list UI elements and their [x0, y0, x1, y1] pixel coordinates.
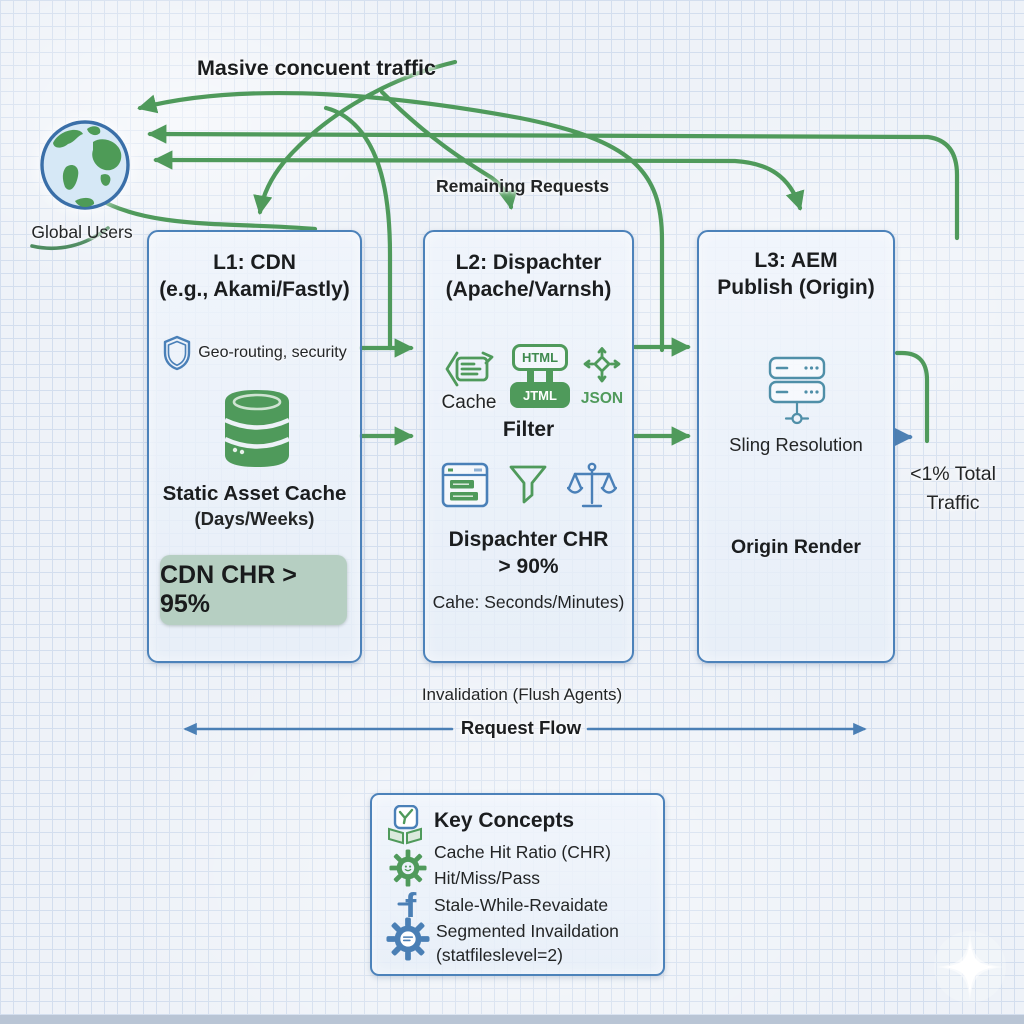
- request-flow-label: Request Flow: [460, 717, 582, 738]
- key-concept-item-2: Hit/Miss/Pass: [434, 868, 540, 888]
- html-tag: HTML: [512, 344, 568, 371]
- globe-label: Global Users: [31, 222, 133, 242]
- scales-icon: [566, 462, 617, 508]
- html-jtml-connector: [527, 371, 534, 382]
- l2-chr-line1: Dispachter CHR: [448, 528, 609, 551]
- l1-title-line2: (e.g., Akami/Fastly): [159, 277, 350, 301]
- key-concept-item-3: Stale-While-Revaidate: [434, 895, 609, 915]
- l1-geo-label: Geo-routing, security: [198, 344, 347, 361]
- arrow-into-l1: [253, 59, 458, 215]
- remaining-requests-label: Remaining Requests: [436, 176, 610, 196]
- json-arrows-icon: [583, 347, 621, 383]
- paper-edge: [0, 1015, 1024, 1024]
- svg-text:f: f: [405, 887, 417, 925]
- l3-aem-box: L3: AEM Publish (Origin) Sling Resolutio…: [697, 230, 895, 663]
- l2-title: L2: Dispachter (Apache/Varnsh): [425, 250, 632, 304]
- l1-cdn-box: L1: CDN (e.g., Akami/Fastly) Geo-routing…: [147, 230, 362, 663]
- browser-window-icon: [441, 462, 488, 508]
- html-jtml-connector: [546, 371, 553, 382]
- funnel-icon: [509, 465, 546, 504]
- l3-sling-label: Sling Resolution: [729, 434, 863, 455]
- l2-cache-label: Cache: [441, 392, 497, 413]
- l2-ttl-note: Cahe: Seconds/Minutes): [432, 592, 625, 612]
- key-concept-item-5: (statfileslevel=2): [436, 945, 563, 965]
- l2-dispatcher-box: L2: Dispachter (Apache/Varnsh) Cache HTM…: [423, 230, 634, 663]
- cdn-chr-badge: CDN CHR > 95%: [160, 555, 347, 625]
- database-icon: [224, 390, 290, 467]
- jtml-tag: JTML: [510, 382, 570, 408]
- key-concept-item-1: Cache Hit Ratio (CHR): [434, 842, 611, 862]
- book-icon: [388, 805, 422, 845]
- l2-filter-label: Filter: [502, 418, 555, 441]
- gear-blue-icon: [386, 917, 430, 961]
- key-concepts-title: Key Concepts: [434, 809, 575, 832]
- l1-cache-ttl: (Days/Weeks): [194, 508, 315, 529]
- shield-icon: [164, 335, 191, 371]
- gear-green-icon: [389, 849, 427, 887]
- invalidation-label: Invalidation (Flush Agents): [421, 685, 623, 704]
- key-concept-item-4: Segmented Invaildation: [436, 921, 619, 941]
- total-traffic-line1: <1% Total: [910, 463, 996, 485]
- l1-title: L1: CDN (e.g., Akami/Fastly): [149, 250, 360, 304]
- l3-origin-label: Origin Render: [730, 536, 862, 558]
- f-icon: f: [397, 887, 417, 925]
- l2-title-line1: L2: Dispachter: [455, 251, 602, 274]
- page-title: Masive concuent traffic: [197, 56, 436, 80]
- line-l3-right-hook: [894, 350, 930, 444]
- cache-card-icon: [445, 351, 494, 387]
- html-jtml-icon: HTML JTML: [509, 344, 571, 408]
- l2-chr-line2: > 90%: [498, 555, 559, 578]
- total-traffic-line2: Traffic: [926, 492, 980, 514]
- l2-json-label: JSON: [580, 390, 624, 407]
- key-concepts-box: Key Concepts f: [370, 793, 665, 976]
- total-traffic-label: <1% Total Traffic: [890, 460, 1016, 518]
- l1-cache-title: Static Asset Cache: [162, 482, 347, 505]
- l1-title-line1: L1: CDN: [213, 251, 296, 274]
- server-icon: [768, 356, 826, 425]
- globe-icon: [40, 120, 130, 210]
- l3-title-line1: L3: AEM: [754, 249, 838, 272]
- l3-title: L3: AEM Publish (Origin): [699, 248, 893, 302]
- l2-title-line2: (Apache/Varnsh): [445, 277, 612, 301]
- sparkle-icon: [934, 931, 1006, 1003]
- l3-title-line2: Publish (Origin): [717, 275, 875, 299]
